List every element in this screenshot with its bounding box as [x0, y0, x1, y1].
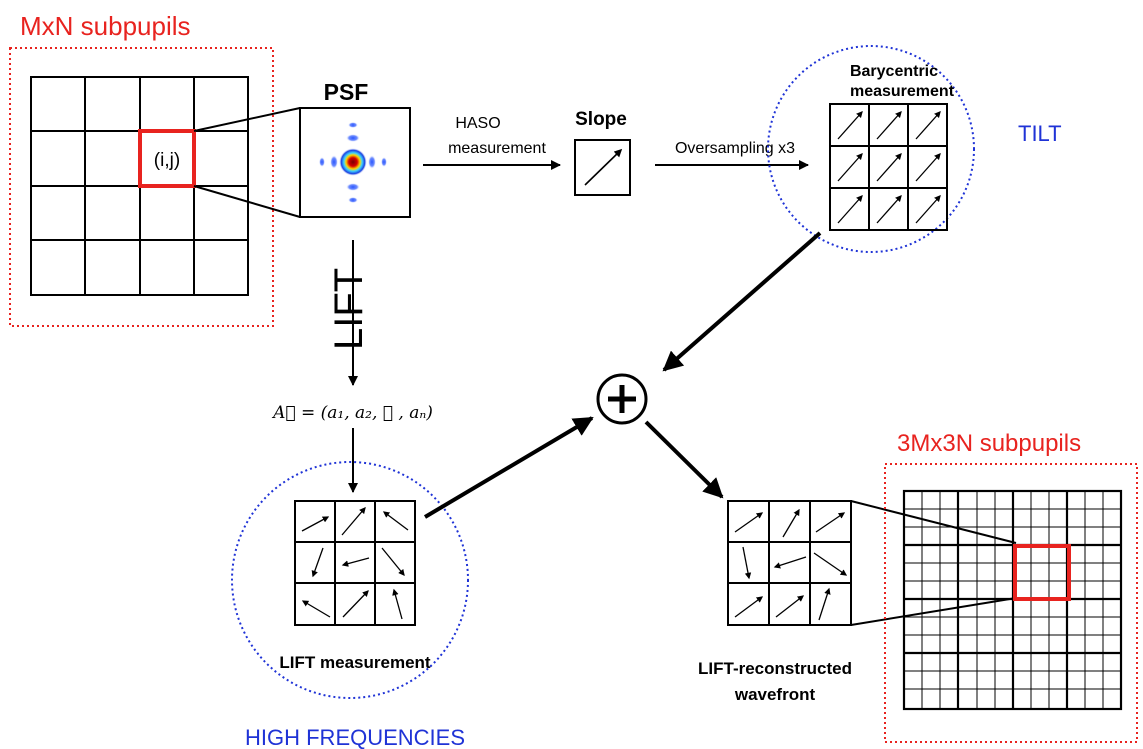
big-grid-selected-subpupil: [1013, 544, 1071, 601]
subpupil-index: (i,j): [154, 150, 180, 171]
lift-measurement-grid: [294, 500, 416, 626]
high-frequencies-label: HIGH FREQUENCIES: [245, 725, 465, 749]
oversampling-label: Oversampling x3: [675, 140, 795, 157]
high-frequencies-circle: [231, 461, 469, 699]
sum-to-recon-arrow: [644, 420, 724, 499]
tilt-circle: [767, 45, 975, 253]
haso-label-line1: HASO: [455, 115, 500, 132]
barycentric-line1: Barycentric: [850, 63, 938, 80]
reconstructed-line1: LIFT-reconstructed: [698, 659, 852, 678]
big-grid-dotted-frame: [884, 463, 1138, 743]
barycentric-line2: measurement: [850, 83, 955, 100]
selected-subpupil: [138, 129, 196, 188]
psf-image: [299, 107, 411, 218]
plus-icon: [608, 385, 636, 413]
hf-to-sum-arrow: [423, 416, 594, 519]
big-grid: [902, 489, 1123, 711]
reconstructed-line2: wavefront: [734, 685, 816, 704]
reconstructed-grid: [727, 500, 852, 626]
mxn-label: MxN subpupils: [20, 11, 191, 41]
haso-label-line2: measurement: [448, 140, 546, 157]
recon-projection-lines: [850, 500, 1017, 626]
tilt-to-sum-arrow: [662, 231, 822, 372]
slope-arrow-icon: [584, 148, 623, 186]
tilt-label: TILT: [1018, 121, 1062, 146]
mxn-dotted-frame: [9, 47, 274, 327]
psf-projection-lines: [193, 107, 301, 218]
lift-measurement-label: LIFT measurement: [279, 653, 430, 672]
psf-title: PSF: [324, 79, 369, 105]
coefficient-equation: A⃗ = (a₁, a₂, ⋯ , aₙ): [271, 403, 433, 423]
big-grid-label: 3Mx3N subpupils: [897, 430, 1081, 457]
barycentric-grid: [829, 103, 948, 231]
lift-vertical-label: LIFT: [327, 268, 371, 350]
slope-title: Slope: [575, 109, 627, 130]
